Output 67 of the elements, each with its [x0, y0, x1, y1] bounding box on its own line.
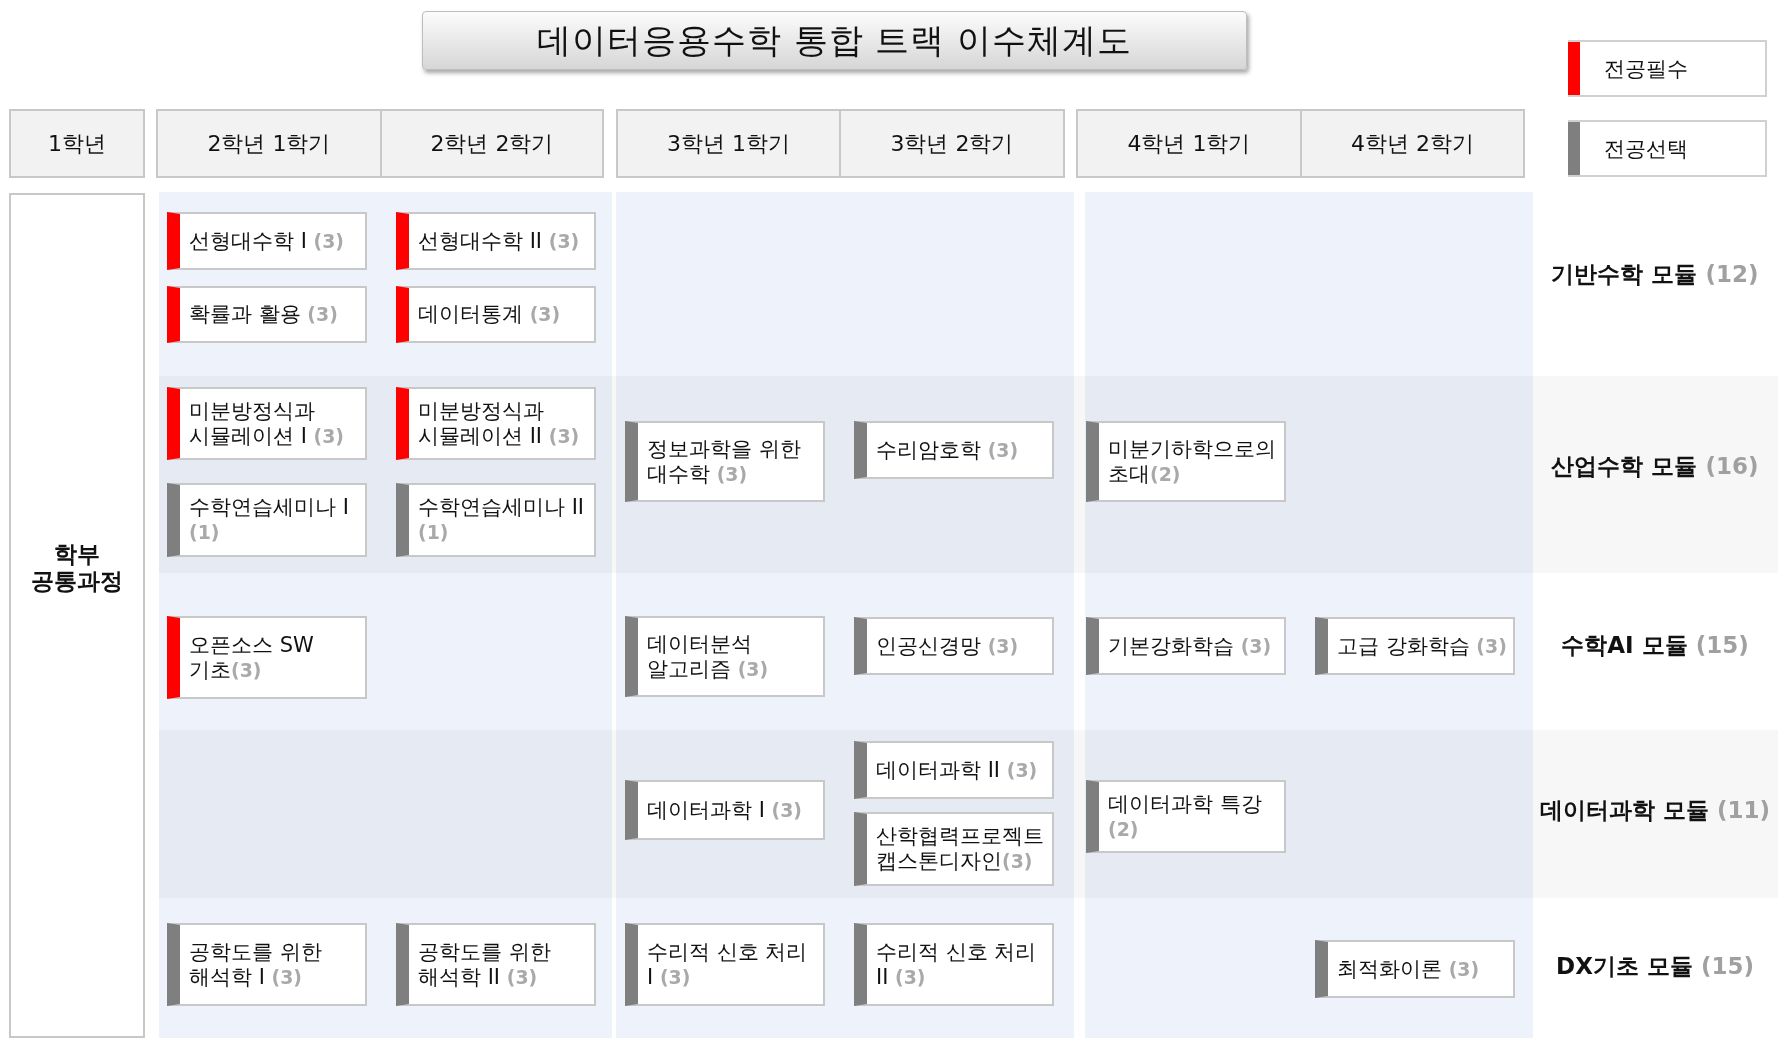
course-card	[625, 421, 825, 502]
course-card	[396, 387, 596, 460]
module-label: 수학AI 모듈 (15)	[1561, 630, 1749, 660]
course-name: 데이터분석 알고리즘 (3)	[647, 631, 770, 682]
course-card	[167, 923, 367, 1006]
course-card	[1315, 617, 1515, 675]
course-card	[625, 923, 825, 1006]
course-name: 데이터통계 (3)	[418, 302, 561, 327]
course-name: 미분방정식과 시뮬레이션 II (3)	[418, 398, 581, 449]
legend-label: 전공필수	[1604, 55, 1688, 83]
course-card	[854, 421, 1054, 479]
course-name: 데이터과학 I (3)	[647, 797, 802, 823]
course-card	[854, 923, 1054, 1006]
course-name: 인공신경망 (3)	[876, 633, 1019, 659]
course-name: 선형대수학 II (3)	[418, 228, 580, 254]
course-name: 최적화이론 (3)	[1337, 956, 1480, 982]
column-header: 3학년 2학기	[839, 109, 1065, 178]
course-card	[625, 616, 825, 697]
track-label: 학부 공통과정	[30, 540, 124, 595]
course-card	[167, 387, 367, 460]
module-label: 산업수학 모듈 (16)	[1551, 451, 1759, 481]
course-card	[396, 286, 596, 343]
course-name: 정보과학을 위한 대수학 (3)	[647, 436, 802, 487]
course-card	[167, 286, 367, 343]
course-name: 수리암호학 (3)	[876, 437, 1019, 463]
course-card	[396, 483, 596, 557]
course-name: 미분방정식과 시뮬레이션 I (3)	[189, 398, 345, 449]
course-card	[396, 923, 596, 1006]
column-header: 3학년 1학기	[616, 109, 841, 178]
course-card	[167, 483, 367, 557]
column-header: 4학년 1학기	[1076, 109, 1302, 178]
column-header: 4학년 2학기	[1300, 109, 1525, 178]
course-card	[854, 812, 1054, 886]
course-name: 공학도를 위한 해석학 II (3)	[418, 939, 552, 990]
course-name: 고급 강화학습 (3)	[1337, 633, 1507, 659]
course-card	[1086, 780, 1286, 853]
module-label: 기반수학 모듈 (12)	[1551, 259, 1759, 289]
course-card	[625, 780, 825, 840]
course-name: 수학연습세미나 II (1)	[418, 495, 586, 545]
course-name: 오픈소스 SW 기초(3)	[189, 632, 315, 683]
column-header: 2학년 1학기	[156, 109, 382, 178]
course-card	[167, 616, 367, 699]
module-label: DX기초 모듈 (15)	[1556, 951, 1754, 981]
course-card	[396, 212, 596, 270]
course-name: 기본강화학습 (3)	[1108, 633, 1272, 659]
diagram-title: 데이터응용수학 통합 트랙 이수체계도	[536, 18, 1133, 62]
course-name: 산학협력프로젝트 캡스톤디자인(3)	[876, 824, 1045, 874]
module-label: 데이터과학 모듈 (11)	[1540, 795, 1770, 825]
course-name: 확률과 활용 (3)	[189, 302, 338, 327]
course-card	[854, 741, 1054, 799]
course-name: 선형대수학 I (3)	[189, 228, 344, 254]
course-card	[167, 212, 367, 270]
course-card	[1086, 421, 1286, 502]
legend-label: 전공선택	[1604, 135, 1688, 163]
course-name: 데이터과학 특강 (2)	[1108, 791, 1263, 842]
course-name: 데이터과학 II (3)	[876, 757, 1038, 783]
course-name: 수리적 신호 처리 I (3)	[647, 939, 809, 990]
course-name: 미분기하학으로의 초대(2)	[1108, 436, 1277, 487]
column-header: 2학년 2학기	[380, 109, 604, 178]
course-name: 수리적 신호 처리 II (3)	[876, 939, 1038, 990]
course-name: 수학연습세미나 I (1)	[189, 495, 350, 545]
course-card	[854, 617, 1054, 675]
column-header: 1학년	[9, 109, 145, 178]
track-box	[9, 193, 145, 1038]
course-card	[1086, 617, 1286, 675]
course-card	[1315, 940, 1515, 998]
course-name: 공학도를 위한 해석학 I (3)	[189, 939, 323, 990]
